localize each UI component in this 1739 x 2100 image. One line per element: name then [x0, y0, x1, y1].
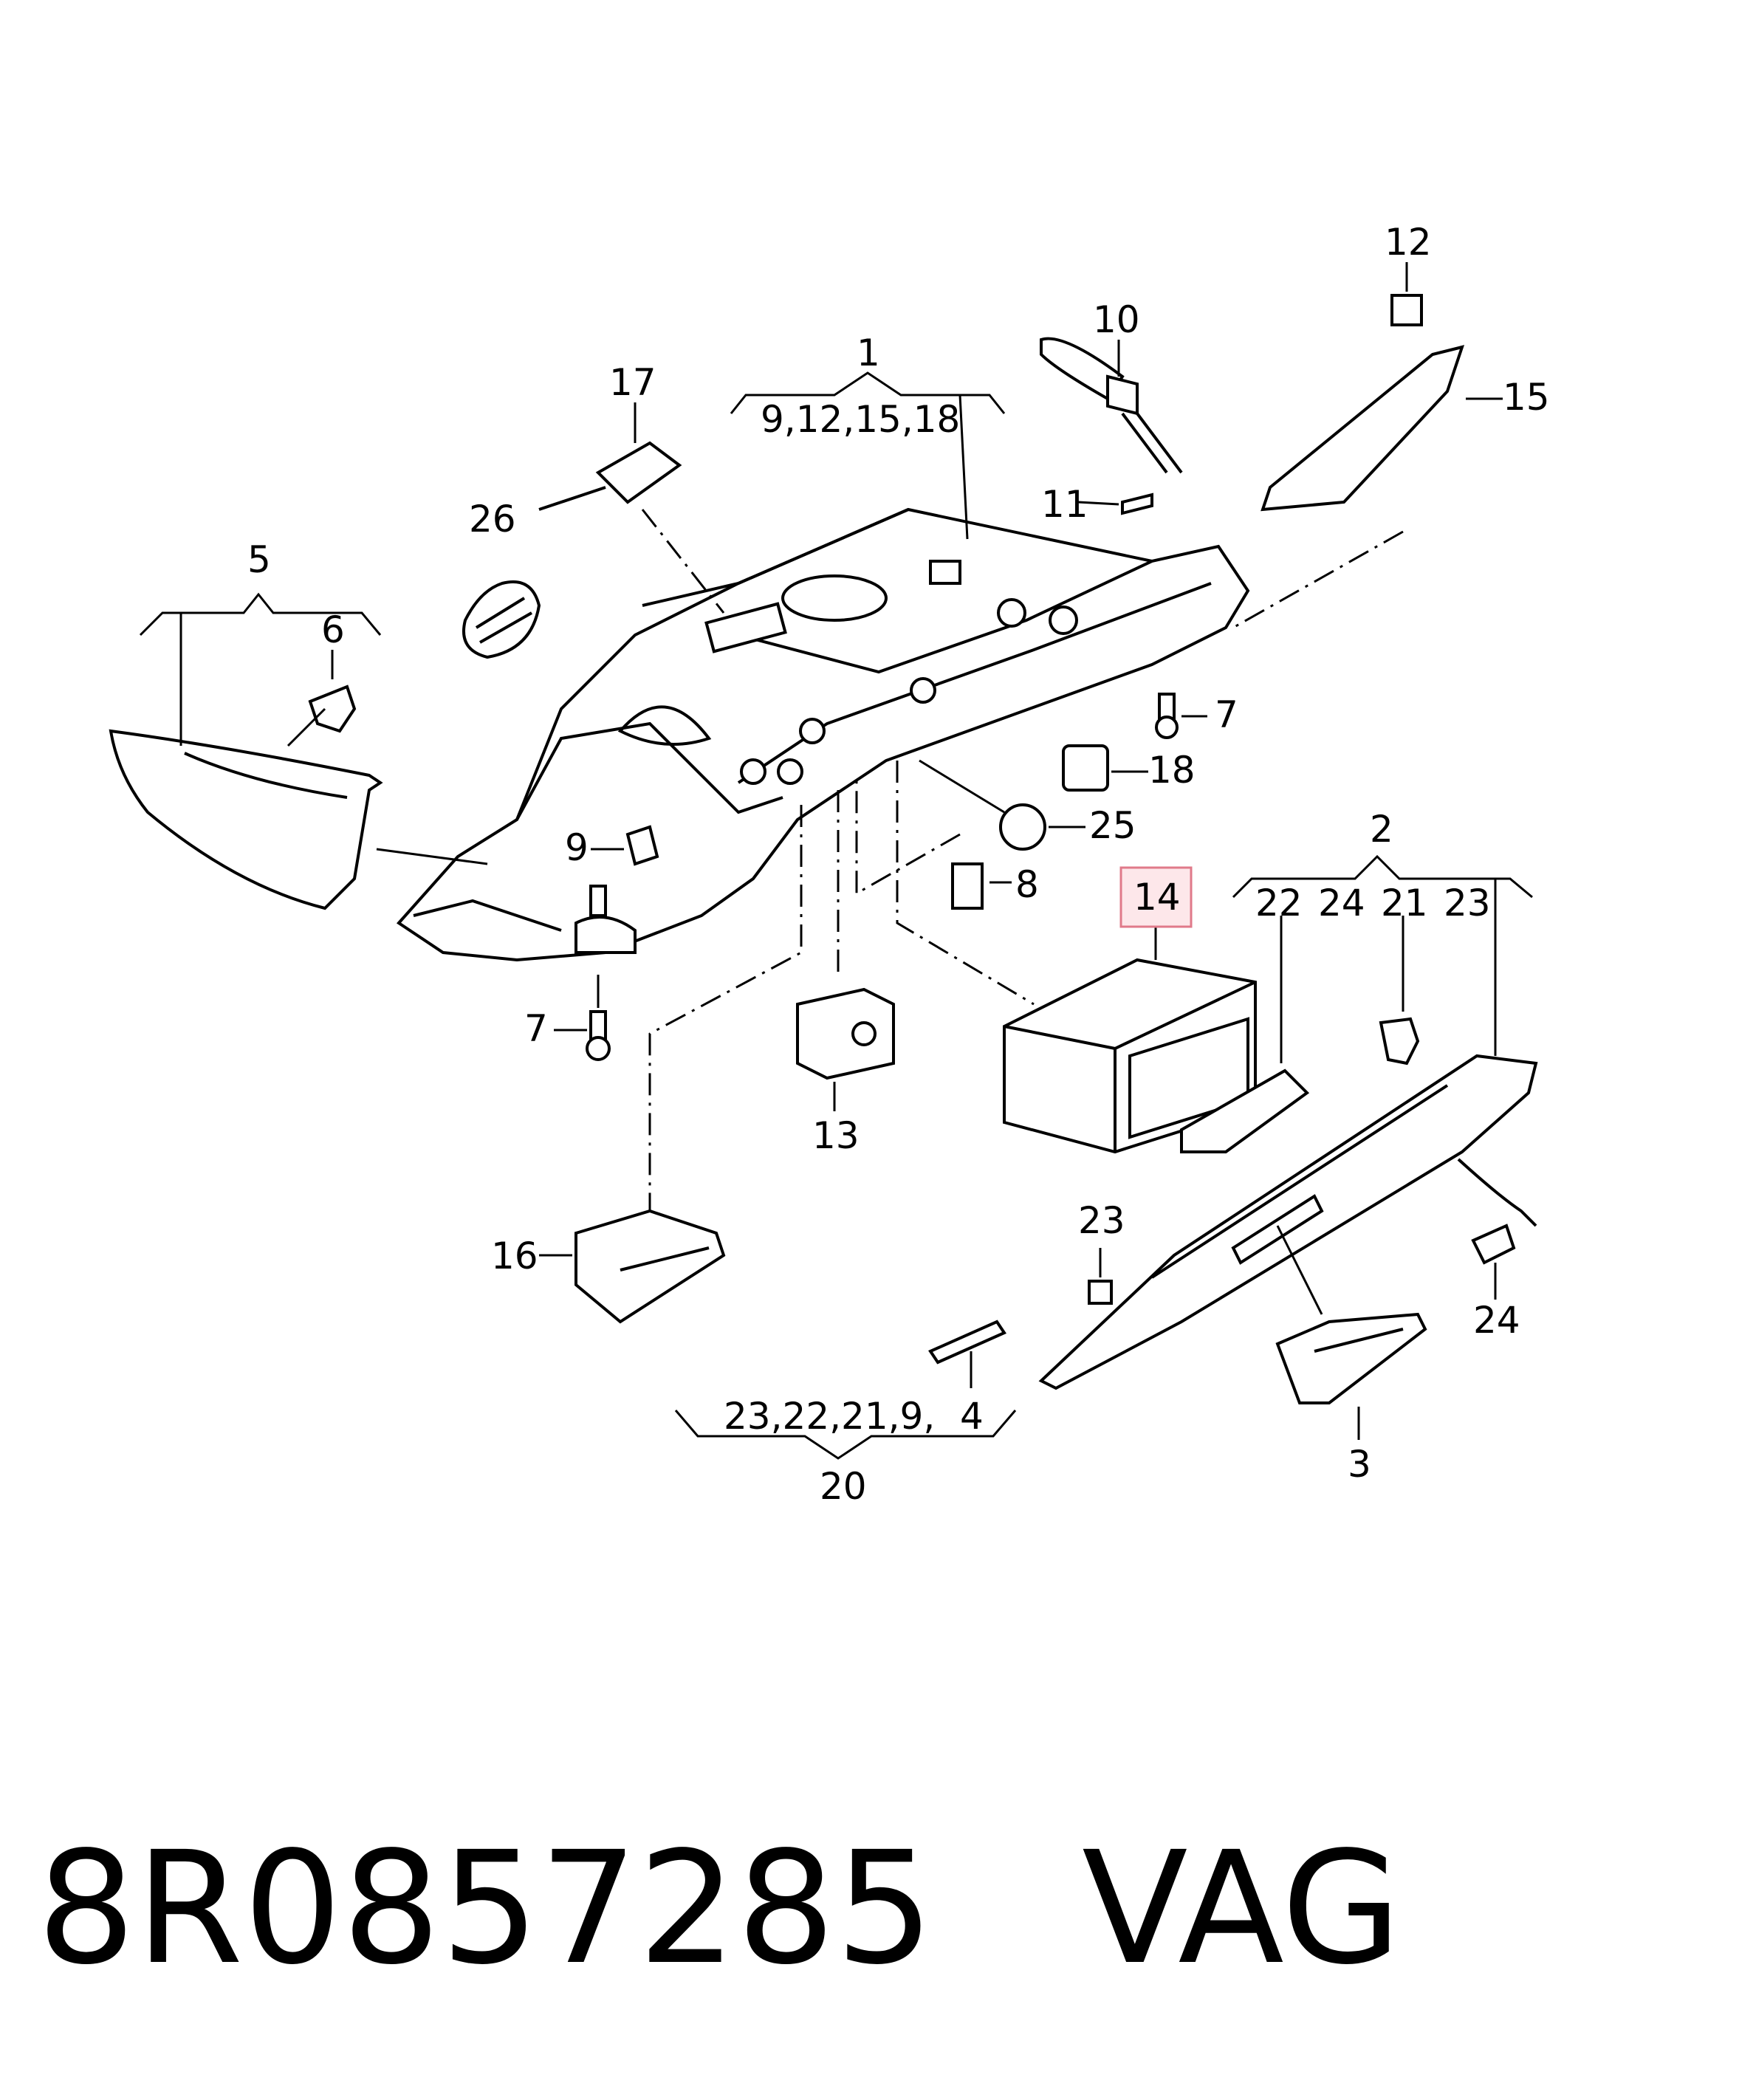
callout-25: 25 [1089, 804, 1136, 847]
callout-11: 11 [1041, 483, 1088, 526]
callout-20-group: 23,22,21,9, [724, 1395, 935, 1438]
callout-23-top: 23 [1444, 882, 1491, 924]
damper-10 [1040, 337, 1183, 474]
plug-25 [999, 803, 1046, 851]
callout-5: 5 [247, 538, 271, 581]
vent-26 [462, 580, 541, 659]
callout-13: 13 [812, 1114, 860, 1157]
clip-23 [1088, 1280, 1113, 1305]
glovebox-housing [396, 507, 1250, 962]
callout-24-top: 24 [1318, 882, 1365, 924]
callout-24-bottom: 24 [1473, 1299, 1520, 1342]
callout-3: 3 [1348, 1443, 1371, 1486]
callout-26: 26 [469, 498, 516, 541]
sensor-17 [538, 441, 682, 511]
bracket-group-2 [1232, 854, 1533, 899]
screw-7-bottom [586, 1010, 611, 1061]
callout-7-top: 7 [1215, 693, 1238, 736]
pin-4 [928, 1320, 1006, 1365]
bracket-group-20 [674, 1410, 1017, 1460]
tray-16 [574, 1209, 726, 1324]
callout-17: 17 [609, 361, 656, 404]
screw-7-top [1155, 693, 1179, 739]
callout-14-highlight [1119, 866, 1193, 928]
callout-22: 22 [1255, 882, 1303, 924]
part-number-footer: 8R0857285 VAG [37, 1831, 1402, 1986]
brand-name: VAG [1082, 1818, 1402, 1999]
callout-7-bottom: 7 [524, 1007, 548, 1050]
clip-8 [951, 862, 984, 910]
callout-6: 6 [321, 608, 345, 651]
lock-18 [1062, 744, 1109, 792]
callout-21: 21 [1381, 882, 1428, 924]
callout-2: 2 [1370, 808, 1393, 851]
clip-6 [308, 684, 357, 733]
clip-9 [625, 825, 659, 866]
glovebox-lid [1038, 1054, 1538, 1390]
switch-13 [796, 987, 895, 1080]
side-trim-panel [109, 729, 383, 910]
callout-12: 12 [1385, 221, 1432, 264]
callout-18: 18 [1148, 749, 1196, 792]
callout-1-group: 9,12,15,18 [761, 398, 960, 441]
callout-23-bottom: 23 [1078, 1199, 1125, 1242]
latch-22 [1180, 1068, 1310, 1153]
part-number: 8R0857285 [37, 1818, 934, 1999]
callout-16: 16 [491, 1235, 538, 1277]
bumper-21 [1379, 1017, 1420, 1066]
handle-3 [1275, 1312, 1427, 1404]
callout-20: 20 [820, 1465, 867, 1508]
callout-14: 14 [1133, 876, 1181, 919]
trim-strip-15 [1260, 345, 1465, 512]
screw-11 [1121, 493, 1153, 515]
callout-9: 9 [565, 826, 589, 869]
callout-20-group-4: 4 [960, 1395, 984, 1438]
clip-12 [1390, 294, 1423, 326]
callout-10: 10 [1093, 298, 1140, 341]
callout-8: 8 [1015, 863, 1039, 906]
bracket-group-1 [730, 371, 1006, 414]
callout-1: 1 [857, 332, 880, 374]
callout-15: 15 [1503, 376, 1550, 419]
